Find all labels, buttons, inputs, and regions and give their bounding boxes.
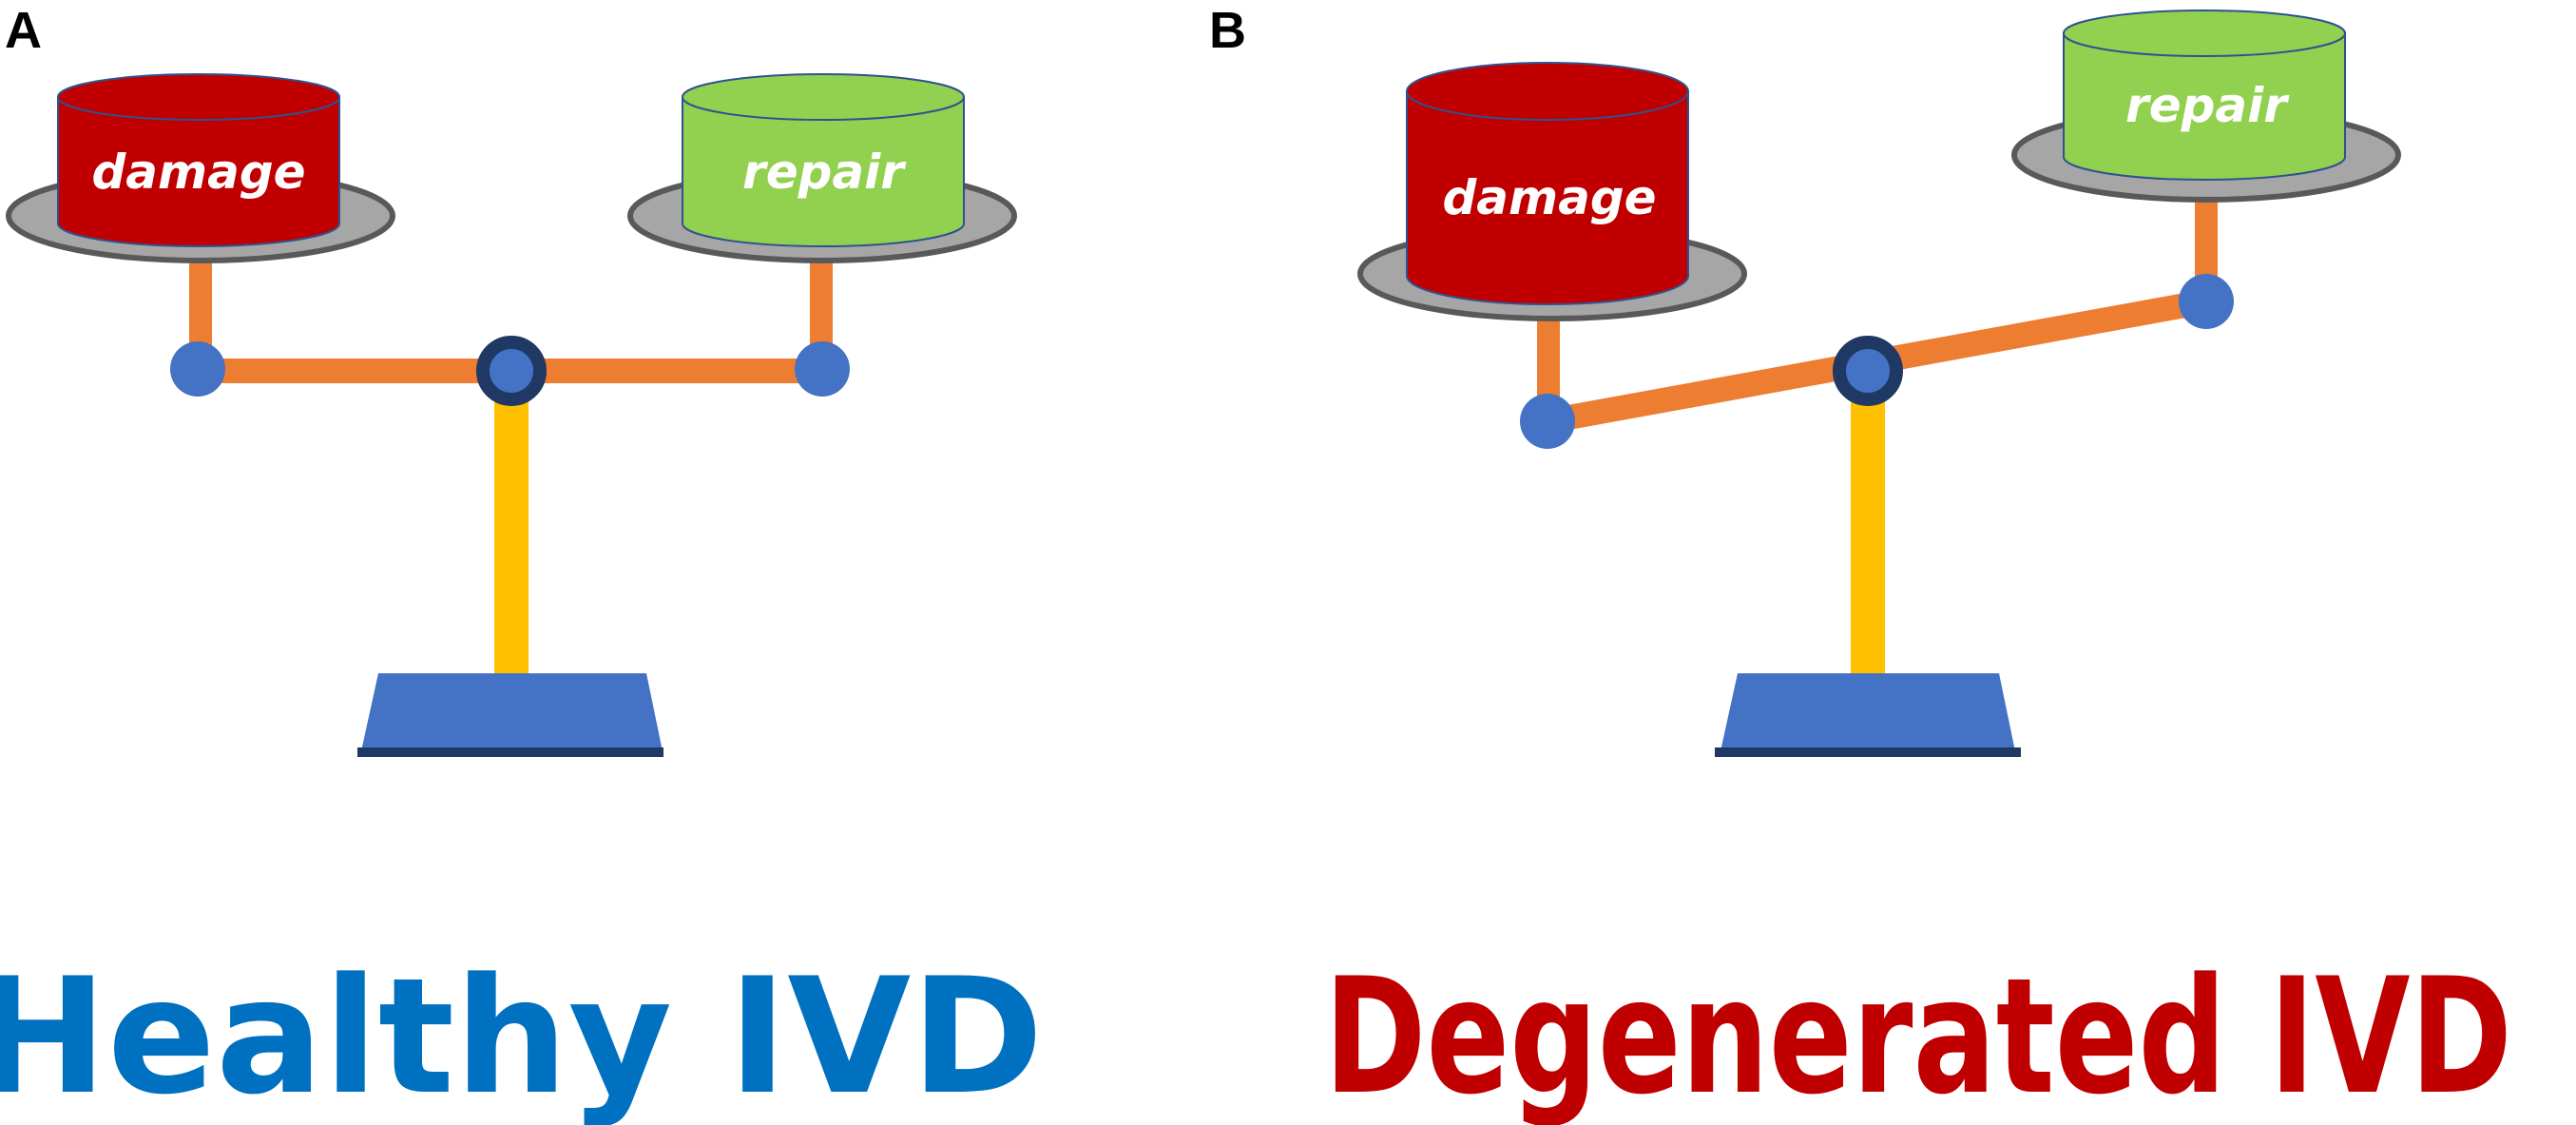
panel-a-caption: Healthy IVD — [0, 943, 1044, 1125]
panel-b-repair-label: repair — [2125, 78, 2290, 133]
panel-b-left-joint — [1520, 394, 1575, 449]
panel-a-base-line — [357, 747, 663, 757]
panel-b-base-line — [1715, 747, 2021, 757]
panel-b-letter: B — [1209, 2, 1246, 59]
panel-b-stand — [1851, 373, 1885, 675]
panel-b-caption: Degenerated IVD — [1324, 943, 2512, 1125]
panel-a-repair-bucket: repair — [682, 73, 965, 247]
panel-b-repair-bucket: repair — [2063, 10, 2346, 181]
panel-a-right-joint — [795, 341, 850, 397]
panel-b-right-joint — [2179, 274, 2234, 329]
panel-b-damage-bucket: damage — [1406, 62, 1689, 305]
panel-b: B damage repair Degenerated IVD — [1209, 2, 2512, 1125]
panel-b-pivot — [1833, 336, 1903, 406]
panel-a-damage-bucket: damage — [57, 73, 340, 247]
panel-a-damage-label: damage — [91, 145, 305, 200]
panel-a-left-joint — [170, 341, 225, 397]
panel-a-base — [361, 673, 663, 751]
panel-a-letter: A — [5, 2, 42, 59]
panel-b-damage-label: damage — [1442, 170, 1656, 225]
panel-a-stand — [494, 369, 529, 675]
panel-a-repair-label: repair — [742, 145, 907, 200]
panel-a-pivot — [476, 336, 547, 406]
panel-a: A damage repair Healthy IVD — [0, 2, 1044, 1125]
panel-b-base — [1721, 673, 2015, 751]
